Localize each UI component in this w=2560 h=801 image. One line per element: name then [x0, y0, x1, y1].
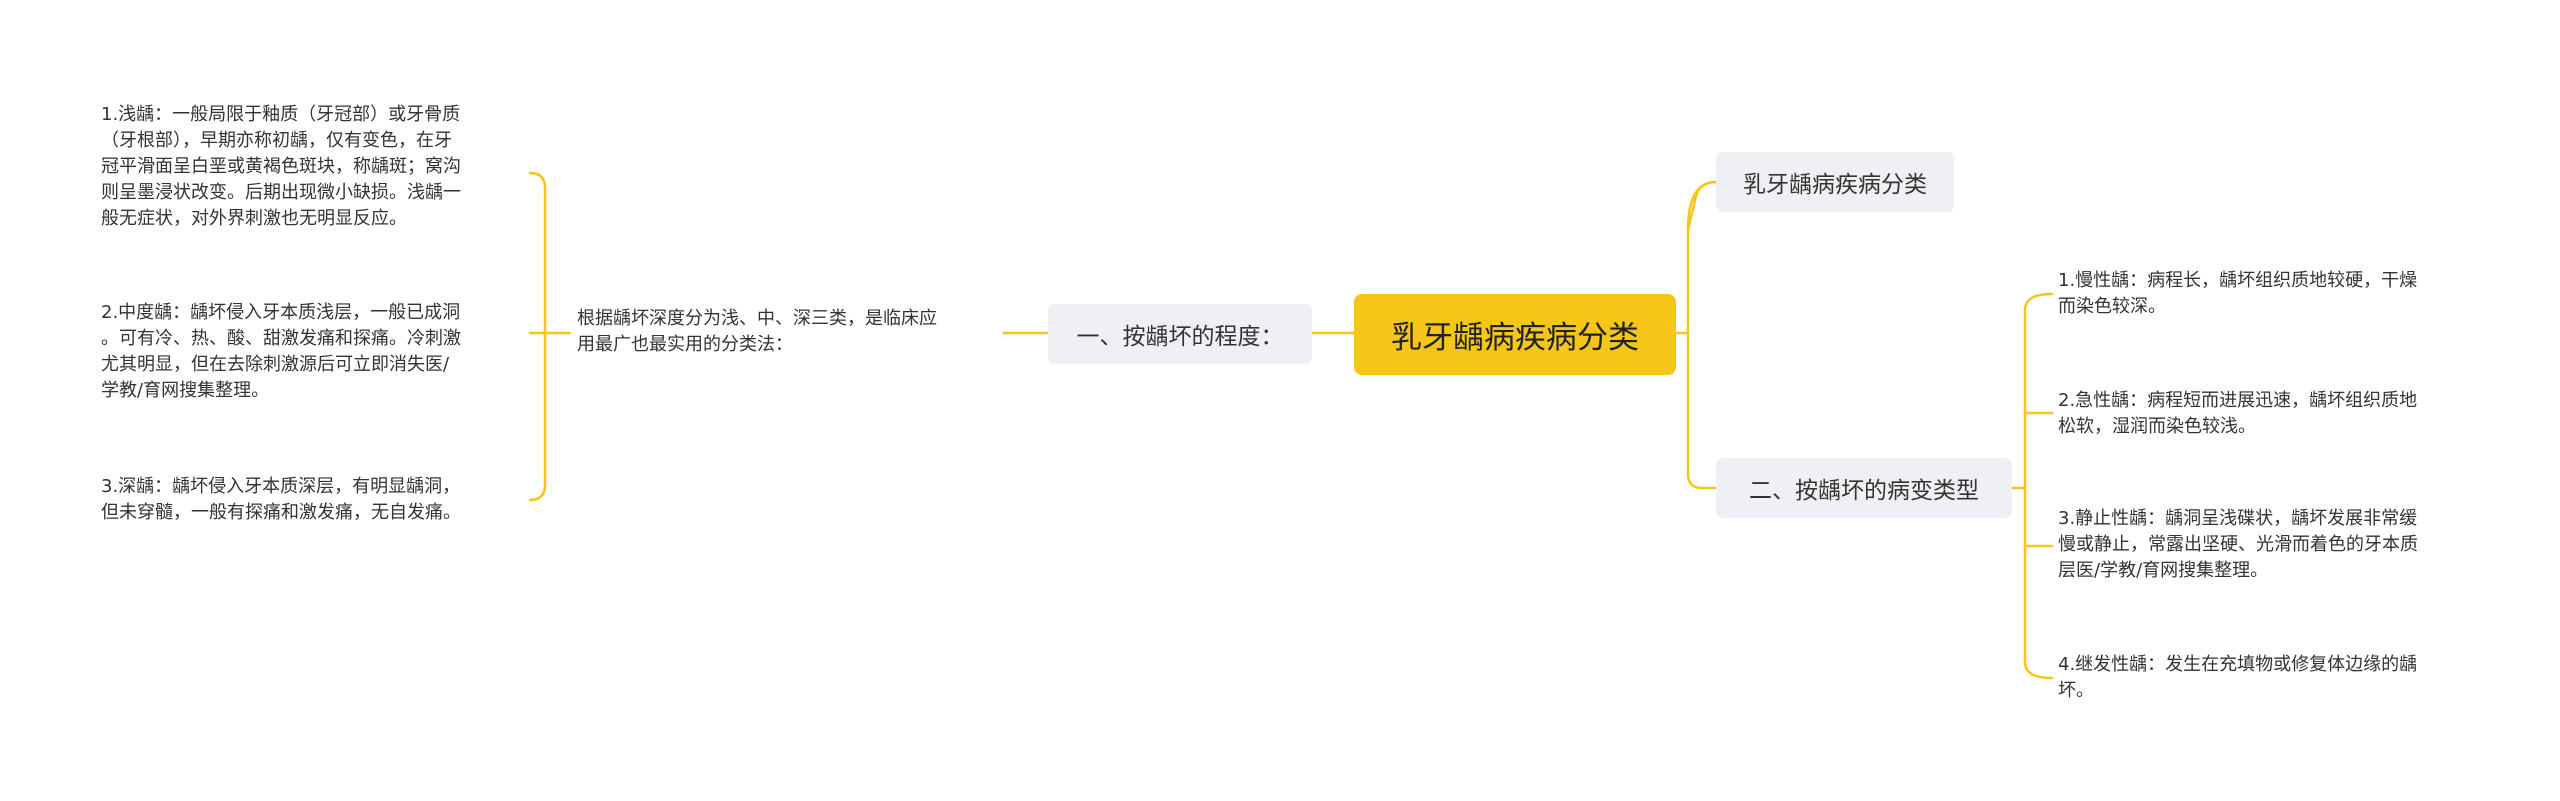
connector-right-bracket: [1686, 180, 1718, 490]
connector-right-top: [1686, 180, 1718, 232]
leaf-medium-caries[interactable]: 2.中度龋：龋坏侵入牙本质浅层，一般已成洞 。可有冷、热、酸、甜激发痛和探痛。冷…: [101, 302, 461, 401]
connector-right2-bracket: [2023, 292, 2054, 680]
topic-description[interactable]: 根据龋坏深度分为浅、中、深三类，是临床应 用最广也最实用的分类法：: [577, 308, 937, 355]
leaf-deep-caries[interactable]: 3.深龋：龋坏侵入牙本质深层，有明显龋洞， 但未穿髓，一般有探痛和激发痛，无自发…: [101, 476, 461, 523]
leaf-chronic-caries[interactable]: 1.慢性龋：病程长，龋坏组织质地较硬，干燥 而染色较深。: [2058, 270, 2418, 317]
leaf-arrested-caries[interactable]: 3.静止性龋：龋洞呈浅碟状，龋坏发展非常缓 慢或静止，常露出坚硬、光滑而着色的牙…: [2058, 508, 2418, 581]
leaf-secondary-caries[interactable]: 4.继发性龋：发生在充填物或修复体边缘的龋 坏。: [2058, 654, 2418, 701]
topic-by-degree[interactable]: 一、按龋坏的程度：: [1048, 304, 1312, 364]
root-topic[interactable]: 乳牙龋病疾病分类: [1354, 294, 1676, 375]
topic-by-lesion-type[interactable]: 二、按龋坏的病变类型: [1716, 458, 2012, 518]
leaf-acute-caries[interactable]: 2.急性龋：病程短而进展迅速，龋坏组织质地 松软，湿润而染色较浅。: [2058, 390, 2418, 437]
connector-left-bracket: [528, 171, 547, 502]
topic-disease-classification[interactable]: 乳牙龋病疾病分类: [1716, 152, 1954, 212]
leaf-shallow-caries[interactable]: 1.浅龋：一般局限于釉质（牙冠部）或牙骨质 （牙根部），早期亦称初龋，仅有变色，…: [101, 104, 461, 229]
